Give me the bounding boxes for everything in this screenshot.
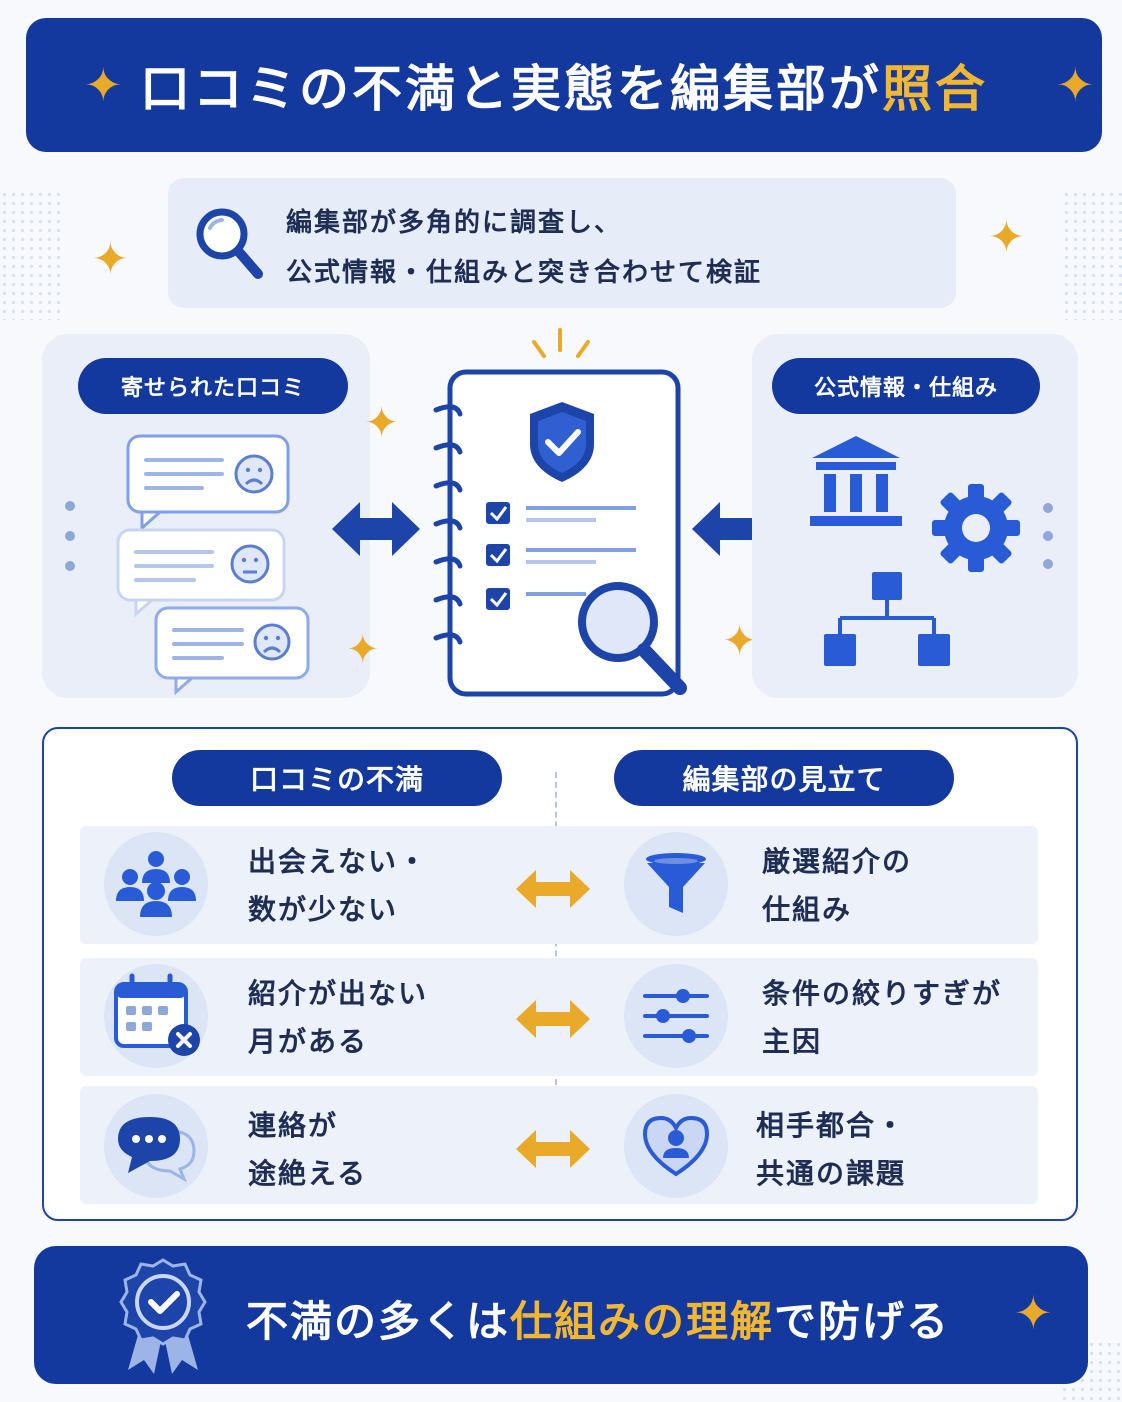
findings-header: 編集部の見立て: [614, 750, 954, 806]
title-highlight: 照合: [882, 60, 988, 118]
gold-double-arrow-icon: [516, 1000, 590, 1038]
reviews-label: 寄せられた口コミ: [78, 358, 348, 414]
row-icon-circle: [104, 1094, 208, 1198]
more-dots-icon: [1043, 503, 1053, 569]
left-double-arrow-icon: [332, 502, 420, 556]
conclusion-text: 不満の多くは仕組みの理解で防げる: [246, 1288, 950, 1349]
chat-bubble-icon: [118, 1117, 196, 1183]
gear-icon: [932, 484, 1020, 572]
sparkle-icon: ✦: [988, 212, 1025, 263]
org-chart-icon: [824, 572, 950, 666]
sparkle-icon: ✦: [346, 627, 380, 673]
complaints-header: 口コミの不満: [172, 750, 502, 806]
gold-double-arrow-icon: [516, 1130, 590, 1168]
intro-box: 編集部が多角的に調査し、 公式情報・仕組みと突き合わせて検証: [168, 178, 956, 308]
conclusion-suffix: で防げる: [774, 1297, 951, 1346]
sparkle-icon: ✦: [92, 234, 129, 285]
sparkle-icon: ✦: [84, 58, 123, 112]
sparkle-icon: ✦: [1014, 1286, 1053, 1340]
sparkle-icon: ✦: [1056, 58, 1095, 112]
magnifier-icon: [196, 208, 263, 279]
conclusion-prefix: 不満の多くは: [246, 1297, 511, 1346]
sparkle-icon: ✦: [722, 616, 758, 665]
institution-building-icon: [810, 436, 902, 526]
heart-person-icon: [642, 1115, 710, 1177]
neutral-review-bubble: [116, 528, 286, 618]
gold-double-arrow-icon: [516, 870, 590, 908]
sparkle-icon: ✦: [364, 398, 400, 447]
finding-text: 相手都合・ 共通の課題: [756, 1109, 907, 1190]
dot-texture-left: [0, 190, 60, 320]
row-icon-circle: [624, 1094, 728, 1198]
award-badge-icon: [119, 1258, 207, 1374]
finding-text: 条件の絞りすぎが 主因: [762, 977, 1003, 1058]
official-info-label: 公式情報・仕組み: [772, 358, 1040, 414]
row-icon-circle: [624, 832, 728, 936]
row-icon-circle: [104, 964, 208, 1068]
sad-review-bubble: [126, 434, 290, 530]
complaint-text: 紹介が出ない 月がある: [248, 977, 429, 1058]
intro-line-1: 編集部が多角的に調査し、: [286, 208, 623, 238]
conclusion-highlight: 仕組みの理解: [510, 1297, 775, 1346]
review-bubbles-illustration: [65, 434, 310, 696]
reviews-panel: 寄せられた口コミ: [42, 334, 370, 698]
row-icon-circle: [104, 832, 208, 936]
title-text: 口コミの不満と実態を編集部が: [140, 60, 882, 118]
row-icon-circle: [624, 964, 728, 1068]
sad-review-bubble: [154, 606, 310, 696]
conclusion-banner: 不満の多くは仕組みの理解で防げる ✦: [34, 1246, 1088, 1384]
funnel-icon: [646, 853, 706, 913]
sliders-icon: [643, 989, 709, 1043]
calendar-x-icon: [114, 973, 200, 1056]
official-info-panel: 公式情報・仕組み: [752, 334, 1078, 698]
complaint-text: 出会えない・ 数が少ない: [248, 845, 429, 926]
intro-line-2: 公式情報・仕組みと突き合わせて検証: [286, 258, 763, 288]
page-title: 口コミの不満と実態を編集部が照合: [140, 49, 988, 121]
people-group-icon: [116, 851, 196, 917]
dot-texture-right: [1062, 190, 1122, 320]
finding-text: 厳選紹介の 仕組み: [762, 845, 913, 926]
complaint-text: 連絡が 途絶える: [248, 1109, 368, 1190]
header-banner: ✦ 口コミの不満と実態を編集部が照合 ✦: [26, 18, 1102, 152]
verification-notebook-illustration: [433, 328, 687, 697]
